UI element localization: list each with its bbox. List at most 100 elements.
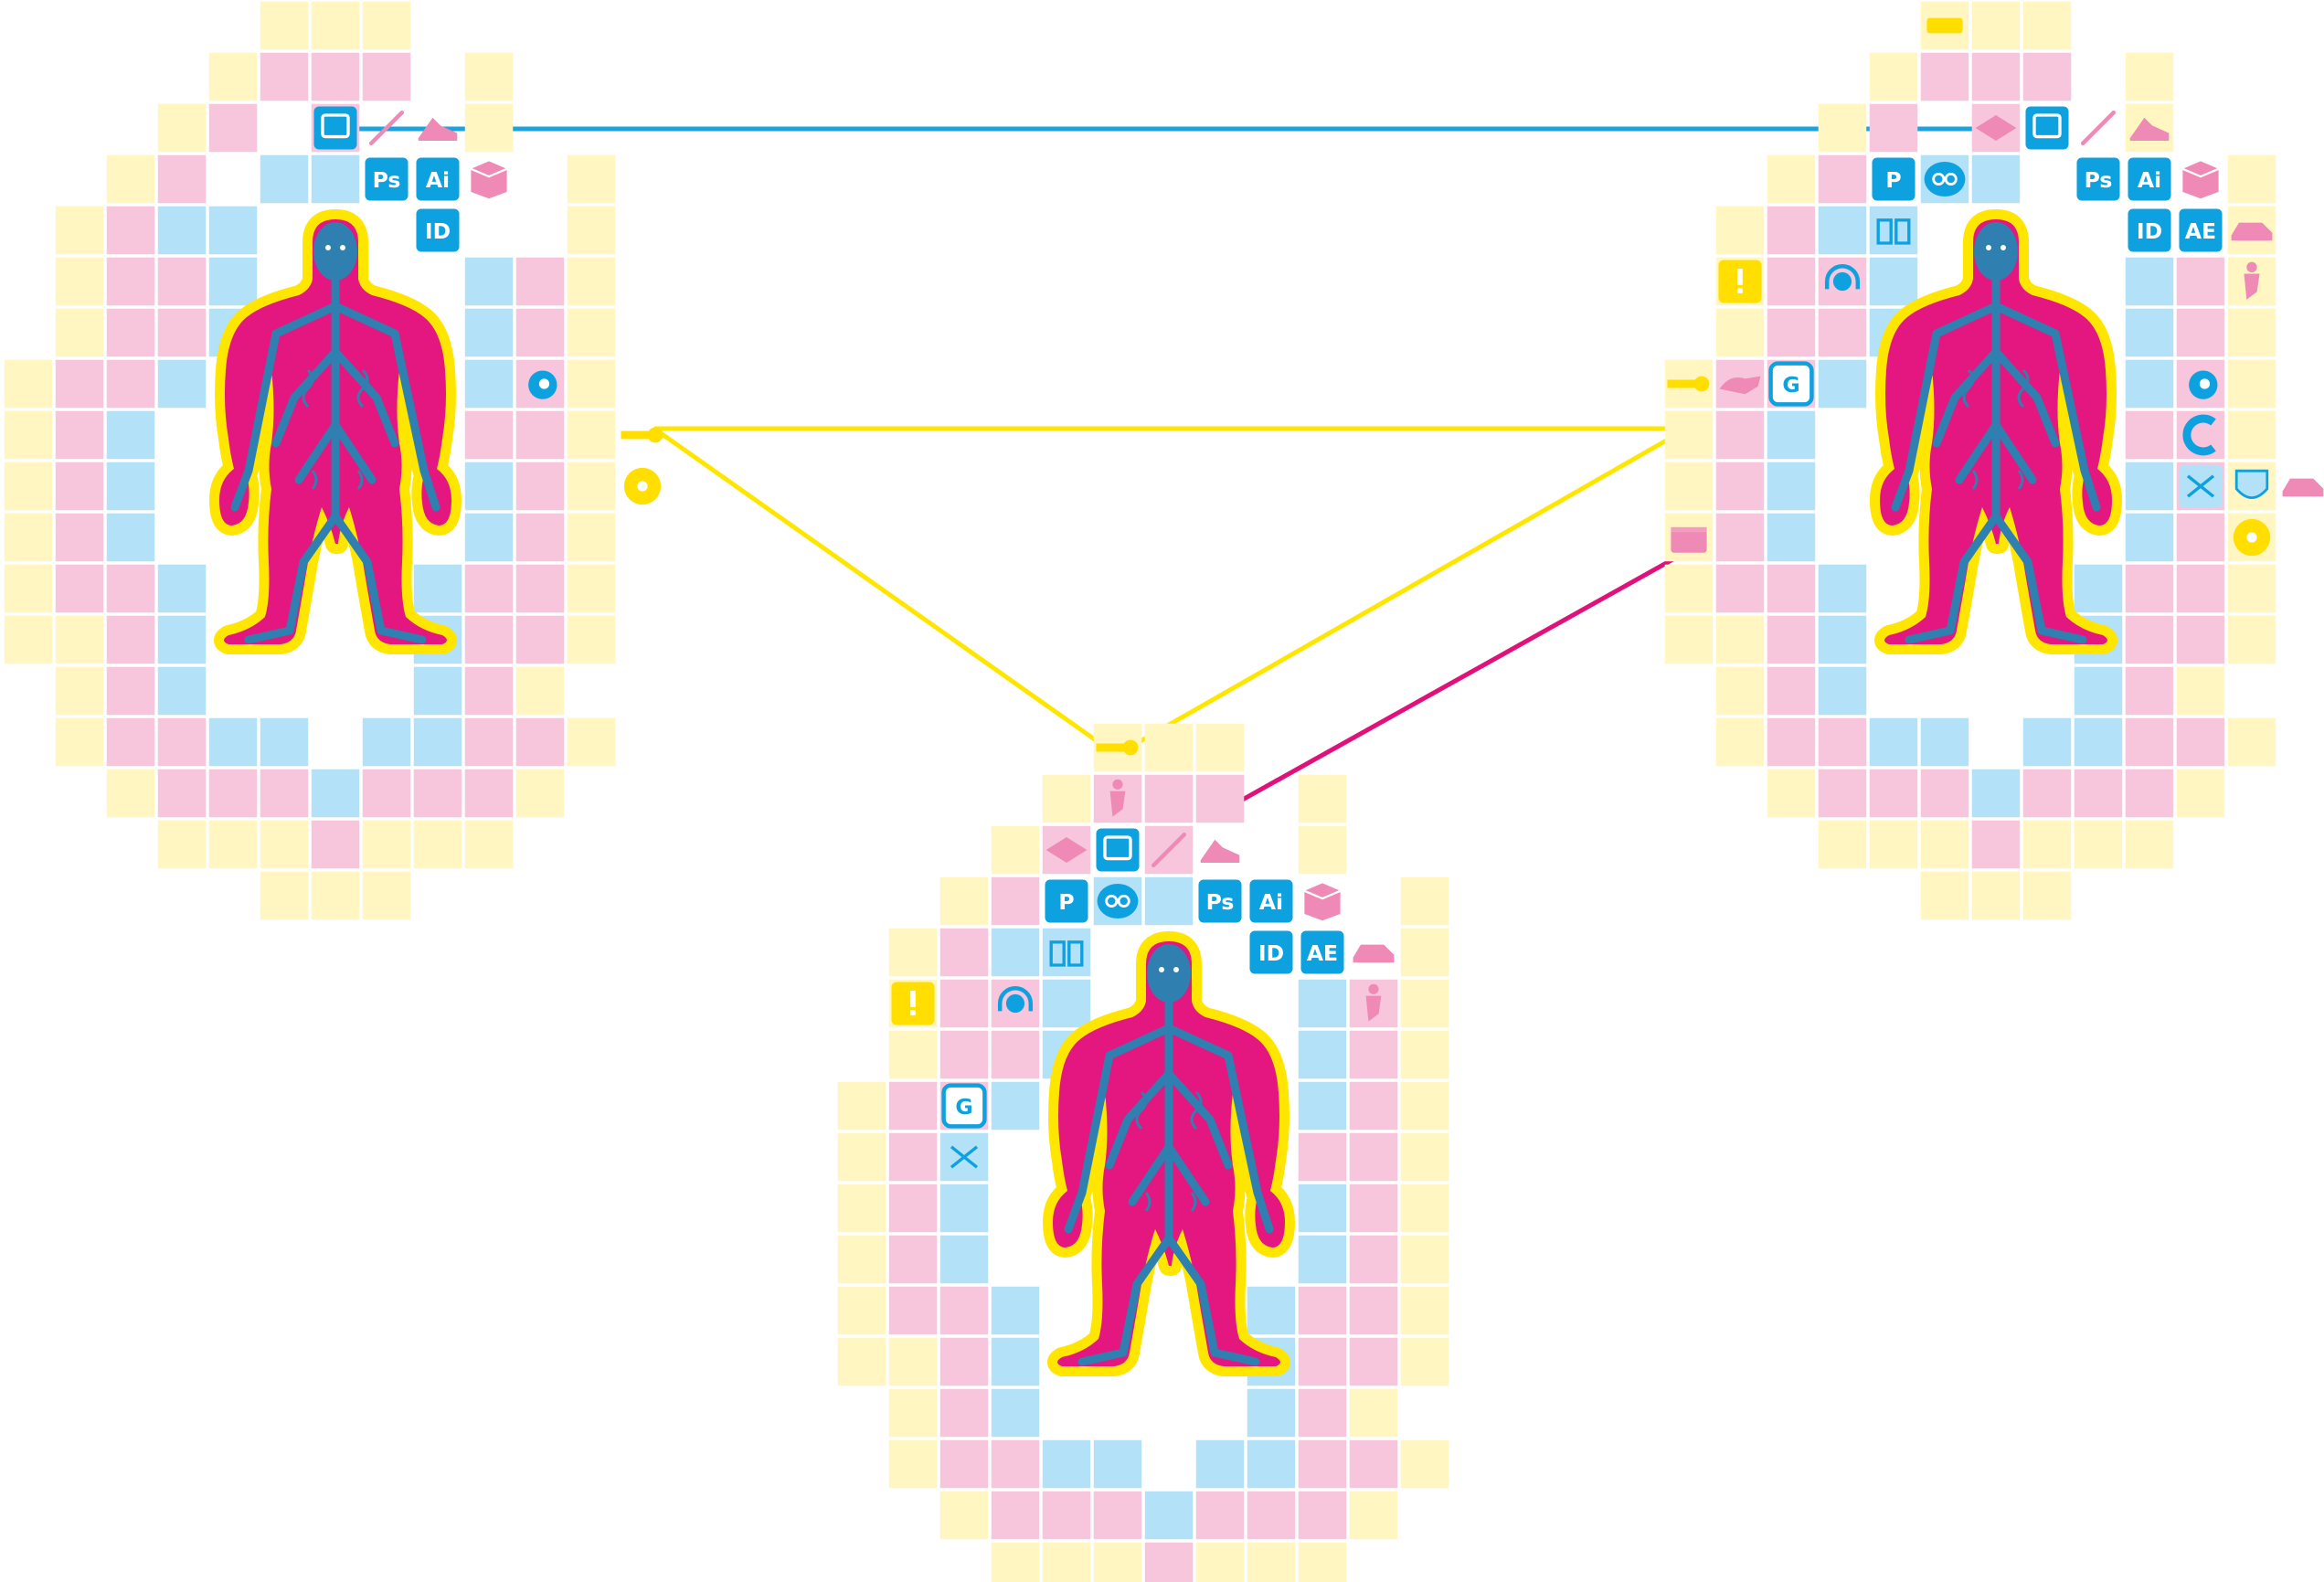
grid-cell	[568, 462, 616, 511]
grid-cell	[516, 258, 565, 306]
grid-cell	[2023, 2, 2072, 50]
grid-cell	[1299, 1389, 1347, 1438]
grid-cell	[158, 155, 207, 204]
grid-cell	[5, 565, 53, 613]
grid-cell	[260, 53, 309, 101]
shoe-icon	[1201, 840, 1240, 863]
grid-cell	[1665, 411, 1714, 460]
grid-cell	[1196, 1543, 1245, 1582]
grid-cell	[209, 53, 258, 101]
grid-cell	[209, 770, 258, 818]
premiere-icon: P	[1872, 157, 1915, 200]
grid-cell	[465, 821, 514, 869]
link-node-right-node-bottom-link_yellow	[1139, 429, 1687, 742]
grid-cell	[260, 872, 309, 920]
grid-cell	[1716, 411, 1765, 460]
grid-cell	[107, 770, 155, 818]
grid-cell	[2177, 770, 2225, 818]
grid-cell	[568, 411, 616, 460]
grid-cell	[940, 1338, 989, 1386]
illustrator-icon: Ai	[1249, 879, 1292, 922]
grid-cell	[1401, 1082, 1449, 1131]
grid-cell	[1299, 1440, 1347, 1489]
grid-cell	[1350, 1184, 1398, 1233]
grid-cell	[1196, 1492, 1245, 1540]
grid-cell	[940, 929, 989, 977]
grid-cell	[107, 411, 155, 460]
grid-cell	[260, 718, 309, 767]
grid-cell	[568, 155, 616, 204]
key-icon	[621, 428, 663, 443]
grid-cell	[1350, 1082, 1398, 1131]
car-icon	[2283, 479, 2324, 497]
grid-cell	[940, 980, 989, 1028]
grid-cell	[1043, 980, 1091, 1028]
grid-cell	[1665, 462, 1714, 511]
grid-cell	[158, 667, 207, 716]
grid-cell	[516, 565, 565, 613]
grid-cell	[1716, 718, 1765, 767]
grid-cell	[2126, 616, 2174, 664]
grid-cell	[889, 1184, 938, 1233]
grid-cell	[414, 821, 462, 869]
grid-cell	[107, 360, 155, 409]
grid-cell	[1972, 821, 2021, 869]
grid-cell	[465, 309, 514, 357]
grid-cell	[1972, 53, 2021, 101]
grid-cell	[1767, 155, 1816, 204]
grid-cell	[1767, 207, 1816, 255]
grid-cell	[1870, 718, 1918, 767]
grid-cell	[1299, 1287, 1347, 1335]
grid-cell	[1094, 1440, 1142, 1489]
disc-icon	[624, 468, 661, 504]
grid-cell	[516, 462, 565, 511]
grid-cell	[465, 514, 514, 562]
grid-cell	[1972, 155, 2021, 204]
grid-cell	[1819, 821, 1867, 869]
svg-text:Ai: Ai	[2138, 167, 2161, 193]
grid-cell	[889, 1287, 938, 1335]
grid-cell	[1299, 826, 1347, 875]
grid-cell	[158, 616, 207, 664]
grid-cell	[312, 155, 360, 204]
grid-cell	[838, 1133, 886, 1182]
grid-cell	[1819, 309, 1867, 357]
grid-cell	[56, 718, 104, 767]
shield-icon	[2236, 471, 2267, 497]
grid-cell	[158, 565, 207, 613]
grid-cell	[2126, 258, 2174, 306]
grid-cell	[1921, 53, 1969, 101]
grid-cell	[260, 821, 309, 869]
grid-cell	[1716, 514, 1765, 562]
grid-cell	[516, 667, 565, 716]
grid-cell	[56, 207, 104, 255]
grid-cell	[1094, 1543, 1142, 1582]
link-node-right-node-bottom-link_magenta	[1239, 539, 1709, 802]
cc-icon	[1098, 884, 1139, 918]
grid-cell	[1767, 462, 1816, 511]
grid-cell	[1767, 309, 1816, 357]
grid-cell	[209, 718, 258, 767]
grid-cell	[1716, 207, 1765, 255]
screen-icon	[2025, 106, 2068, 149]
grid-cell	[56, 462, 104, 511]
grid-cell	[940, 1389, 989, 1438]
grid-cell	[2228, 616, 2276, 664]
grid-cell	[2126, 667, 2174, 716]
grid-cell	[2228, 718, 2276, 767]
grid-cell	[1716, 616, 1765, 664]
grid-cell	[2075, 770, 2123, 818]
grid-cell	[312, 53, 360, 101]
grid-cell	[5, 514, 53, 562]
grid-cell	[1819, 616, 1867, 664]
grid-cell	[2023, 872, 2072, 920]
grid-cell	[1094, 1492, 1142, 1540]
photoshop-icon: Ps	[365, 157, 408, 200]
grid-cell	[1401, 1031, 1449, 1079]
svg-text:Ai: Ai	[1259, 889, 1283, 915]
grid-cell	[209, 258, 258, 306]
grid-cell	[414, 770, 462, 818]
grid-cell	[2228, 565, 2276, 613]
grid-cell	[1819, 667, 1867, 716]
